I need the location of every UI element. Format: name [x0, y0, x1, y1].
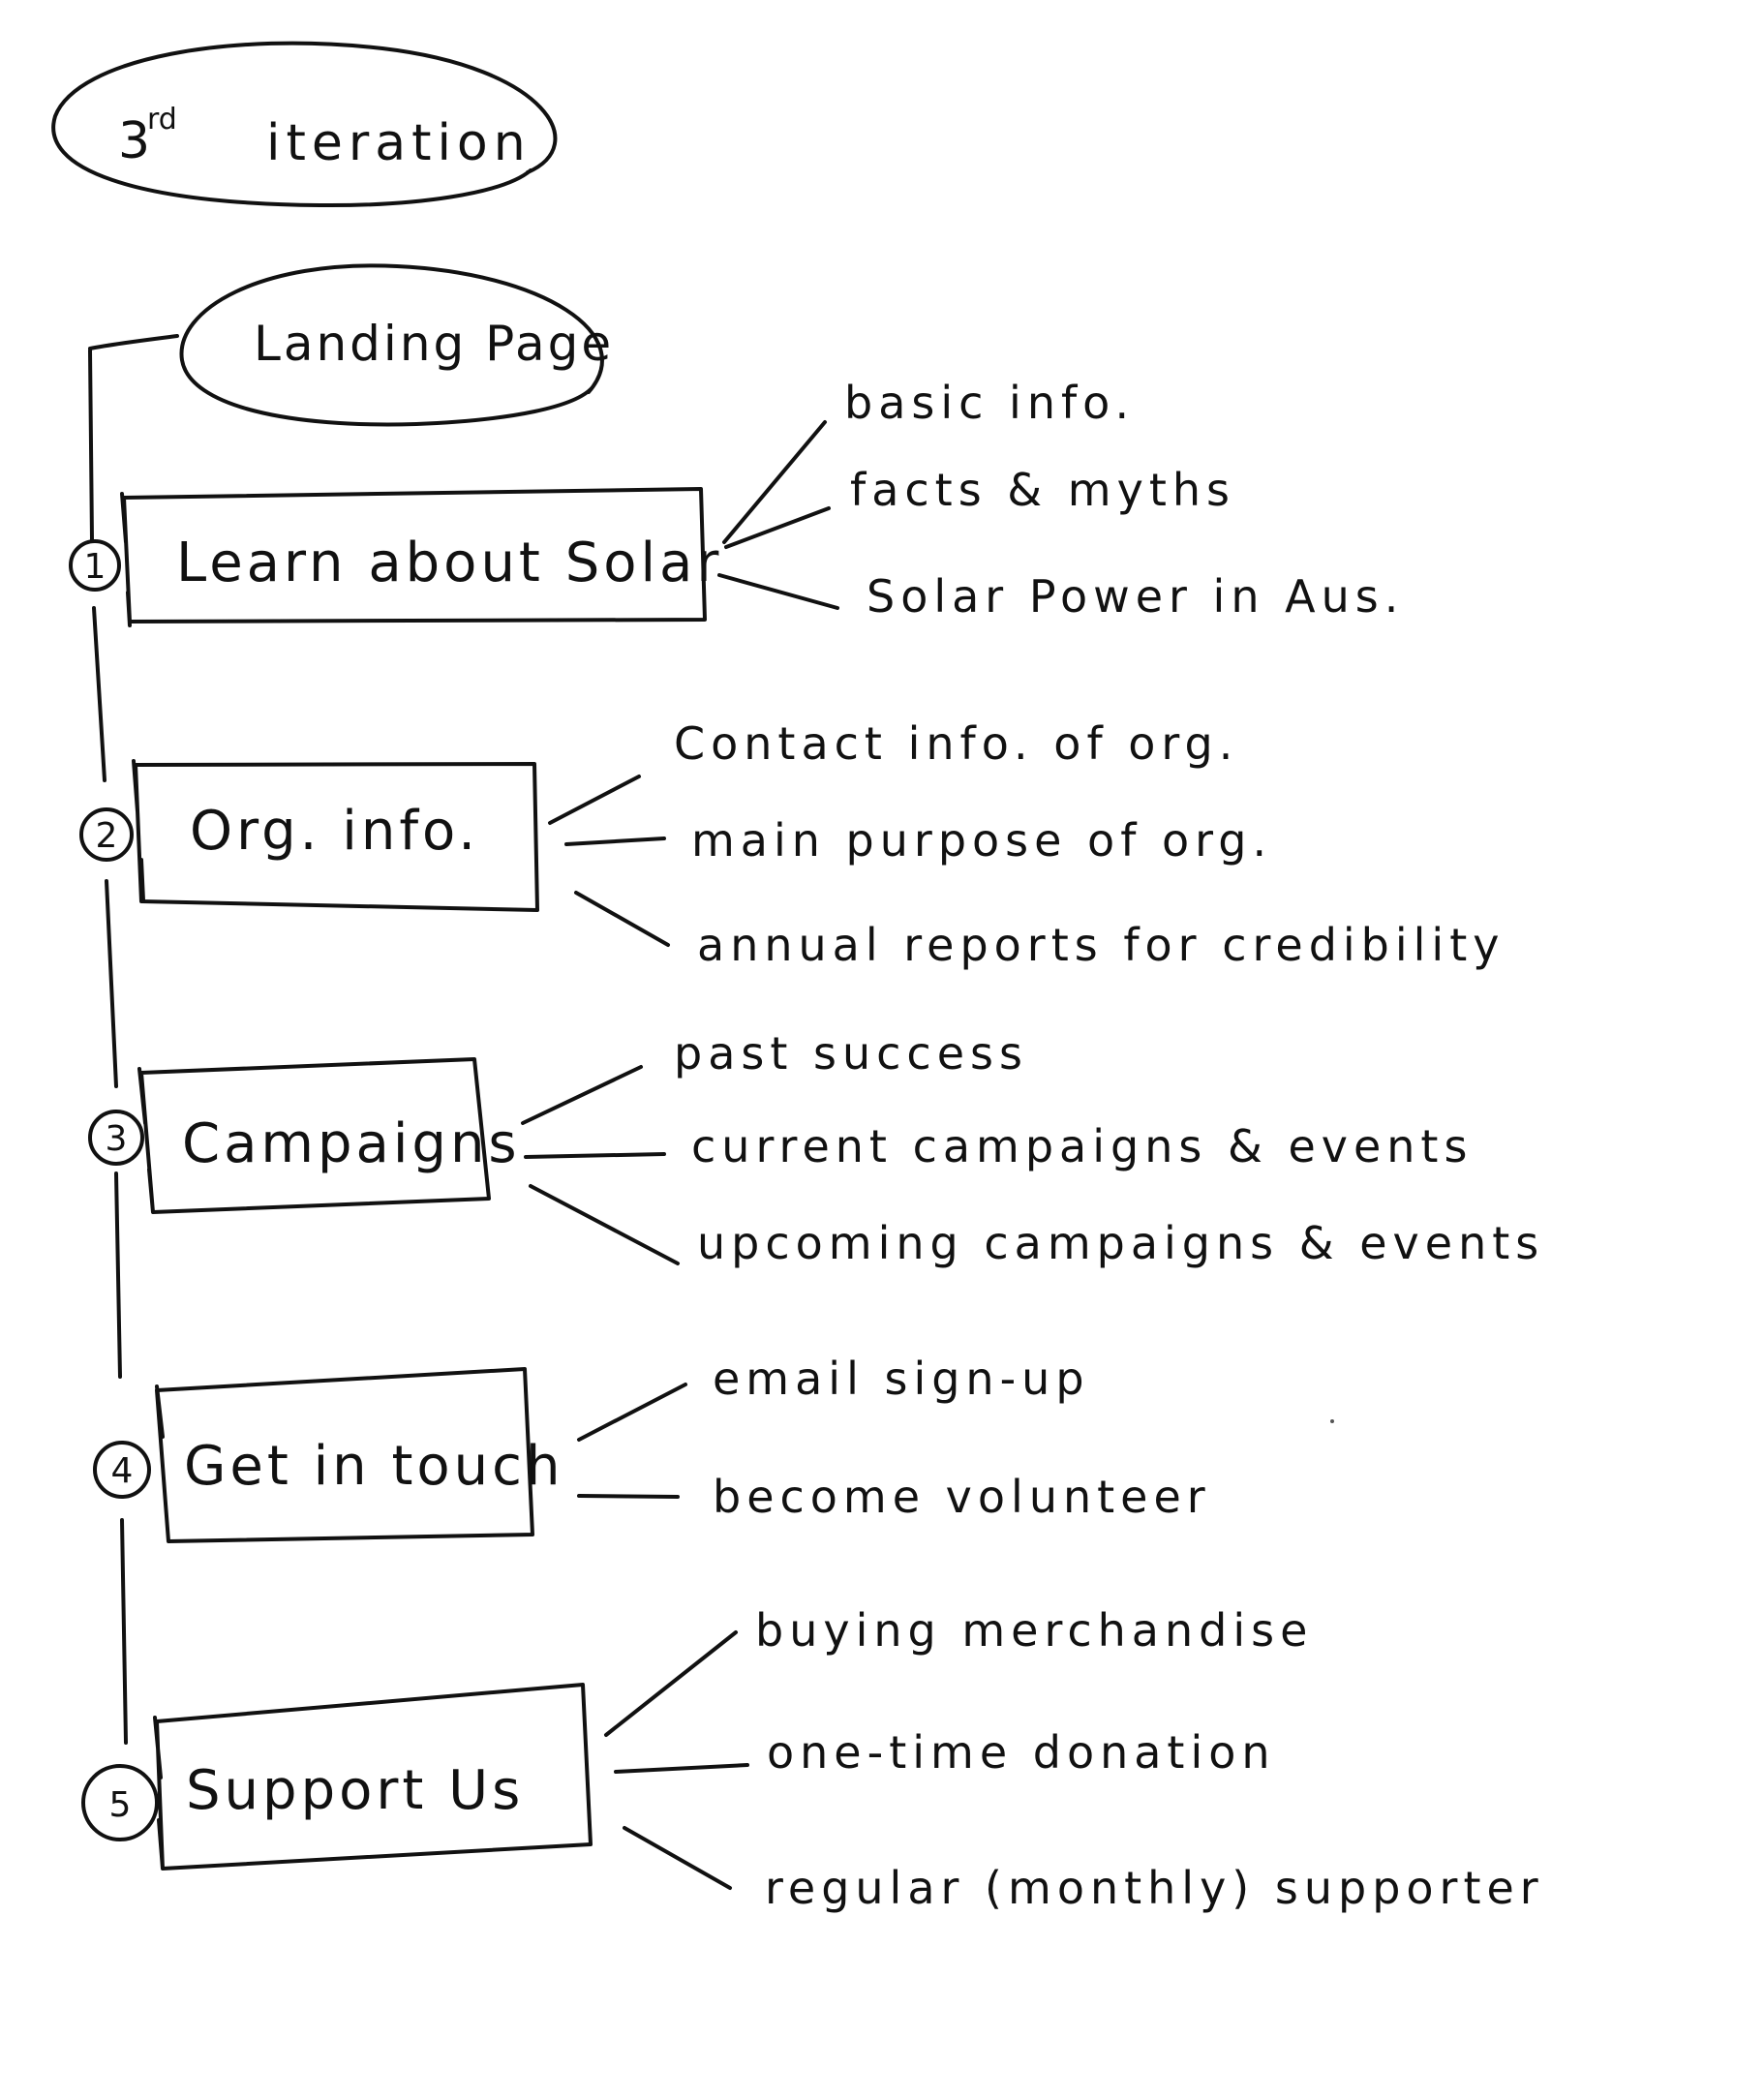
branch-line [717, 573, 839, 610]
child-label: email sign-up [713, 1353, 1090, 1405]
child-label: basic info. [844, 377, 1135, 429]
branch-line [614, 1763, 749, 1774]
section-number-circle [79, 807, 134, 862]
landing-page-label: Landing Page [254, 316, 614, 372]
section-number-circle [81, 1764, 159, 1841]
child-label: regular (monthly) supporter [765, 1862, 1544, 1914]
trunk-segment-5 [120, 1518, 128, 1745]
branch-line [524, 1152, 666, 1159]
section-org-info: 2 Org. info. Contact info. of org. main … [79, 717, 1505, 971]
section-label: Learn about Solar [176, 532, 722, 594]
section-box [132, 759, 539, 912]
child-label: upcoming campaigns & events [697, 1217, 1544, 1269]
section-learn-about-solar: 1 Learn about Solar basic info. facts & … [69, 377, 1404, 627]
section-number: 3 [106, 1119, 128, 1159]
landing-page-node: Landing Page [179, 263, 614, 427]
section-number-circle [88, 1110, 144, 1166]
child-label: Contact info. of org. [674, 717, 1238, 770]
branch-line [722, 420, 827, 544]
child-label: annual reports for credibility [697, 919, 1505, 971]
section-number-circle [93, 1441, 151, 1499]
stray-ink-dot [1330, 1419, 1334, 1423]
branch-line [564, 837, 666, 846]
trunk-segment-3 [105, 879, 118, 1088]
child-label: past success [674, 1027, 1028, 1080]
landing-page-ellipse [179, 263, 604, 427]
title-ellipse [51, 41, 558, 208]
branch-line [529, 1184, 680, 1265]
branch-line [577, 1383, 687, 1442]
section-box [155, 1367, 534, 1543]
section-label: Support Us [186, 1759, 524, 1822]
trunk-lines [88, 334, 179, 1745]
section-box [120, 487, 707, 627]
section-get-in-touch: 4 Get in touch email sign-up become volu… [93, 1353, 1211, 1543]
child-label: buying merchandise [755, 1604, 1313, 1657]
branch-line [574, 891, 670, 947]
section-label: Campaigns [182, 1112, 521, 1175]
trunk-connector-top [88, 334, 179, 350]
title-label: iteration [266, 114, 532, 172]
title-ordinal-suffix: rd [147, 103, 177, 137]
section-number-circle [69, 539, 121, 592]
title-node: 3 rd iteration [51, 41, 558, 208]
child-label: facts & myths [850, 464, 1235, 516]
trunk-segment-1 [88, 349, 94, 542]
section-campaigns: 3 Campaigns past success current campaig… [88, 1027, 1544, 1269]
branch-line [548, 775, 641, 825]
branch-line [724, 506, 831, 549]
section-number: 5 [109, 1785, 132, 1825]
trunk-segment-4 [114, 1171, 122, 1379]
branch-line [521, 1065, 643, 1125]
branch-line [623, 1826, 732, 1890]
title-ordinal: 3 [118, 112, 156, 170]
section-support-us: 5 Support Us buying merchandise one-time… [81, 1604, 1544, 1914]
branch-line [604, 1630, 738, 1737]
branch-line [577, 1494, 680, 1499]
child-label: main purpose of org. [691, 814, 1272, 867]
section-box [137, 1057, 491, 1214]
child-label: Solar Power in Aus. [867, 570, 1404, 623]
child-label: current campaigns & events [691, 1120, 1473, 1172]
section-number: 4 [111, 1451, 134, 1491]
section-label: Get in touch [184, 1435, 563, 1498]
section-number: 1 [84, 547, 106, 587]
section-number: 2 [96, 816, 118, 856]
trunk-segment-2 [92, 606, 106, 782]
child-label: become volunteer [713, 1471, 1211, 1523]
section-box [153, 1683, 593, 1871]
child-label: one-time donation [767, 1726, 1276, 1779]
section-label: Org. info. [190, 800, 479, 863]
